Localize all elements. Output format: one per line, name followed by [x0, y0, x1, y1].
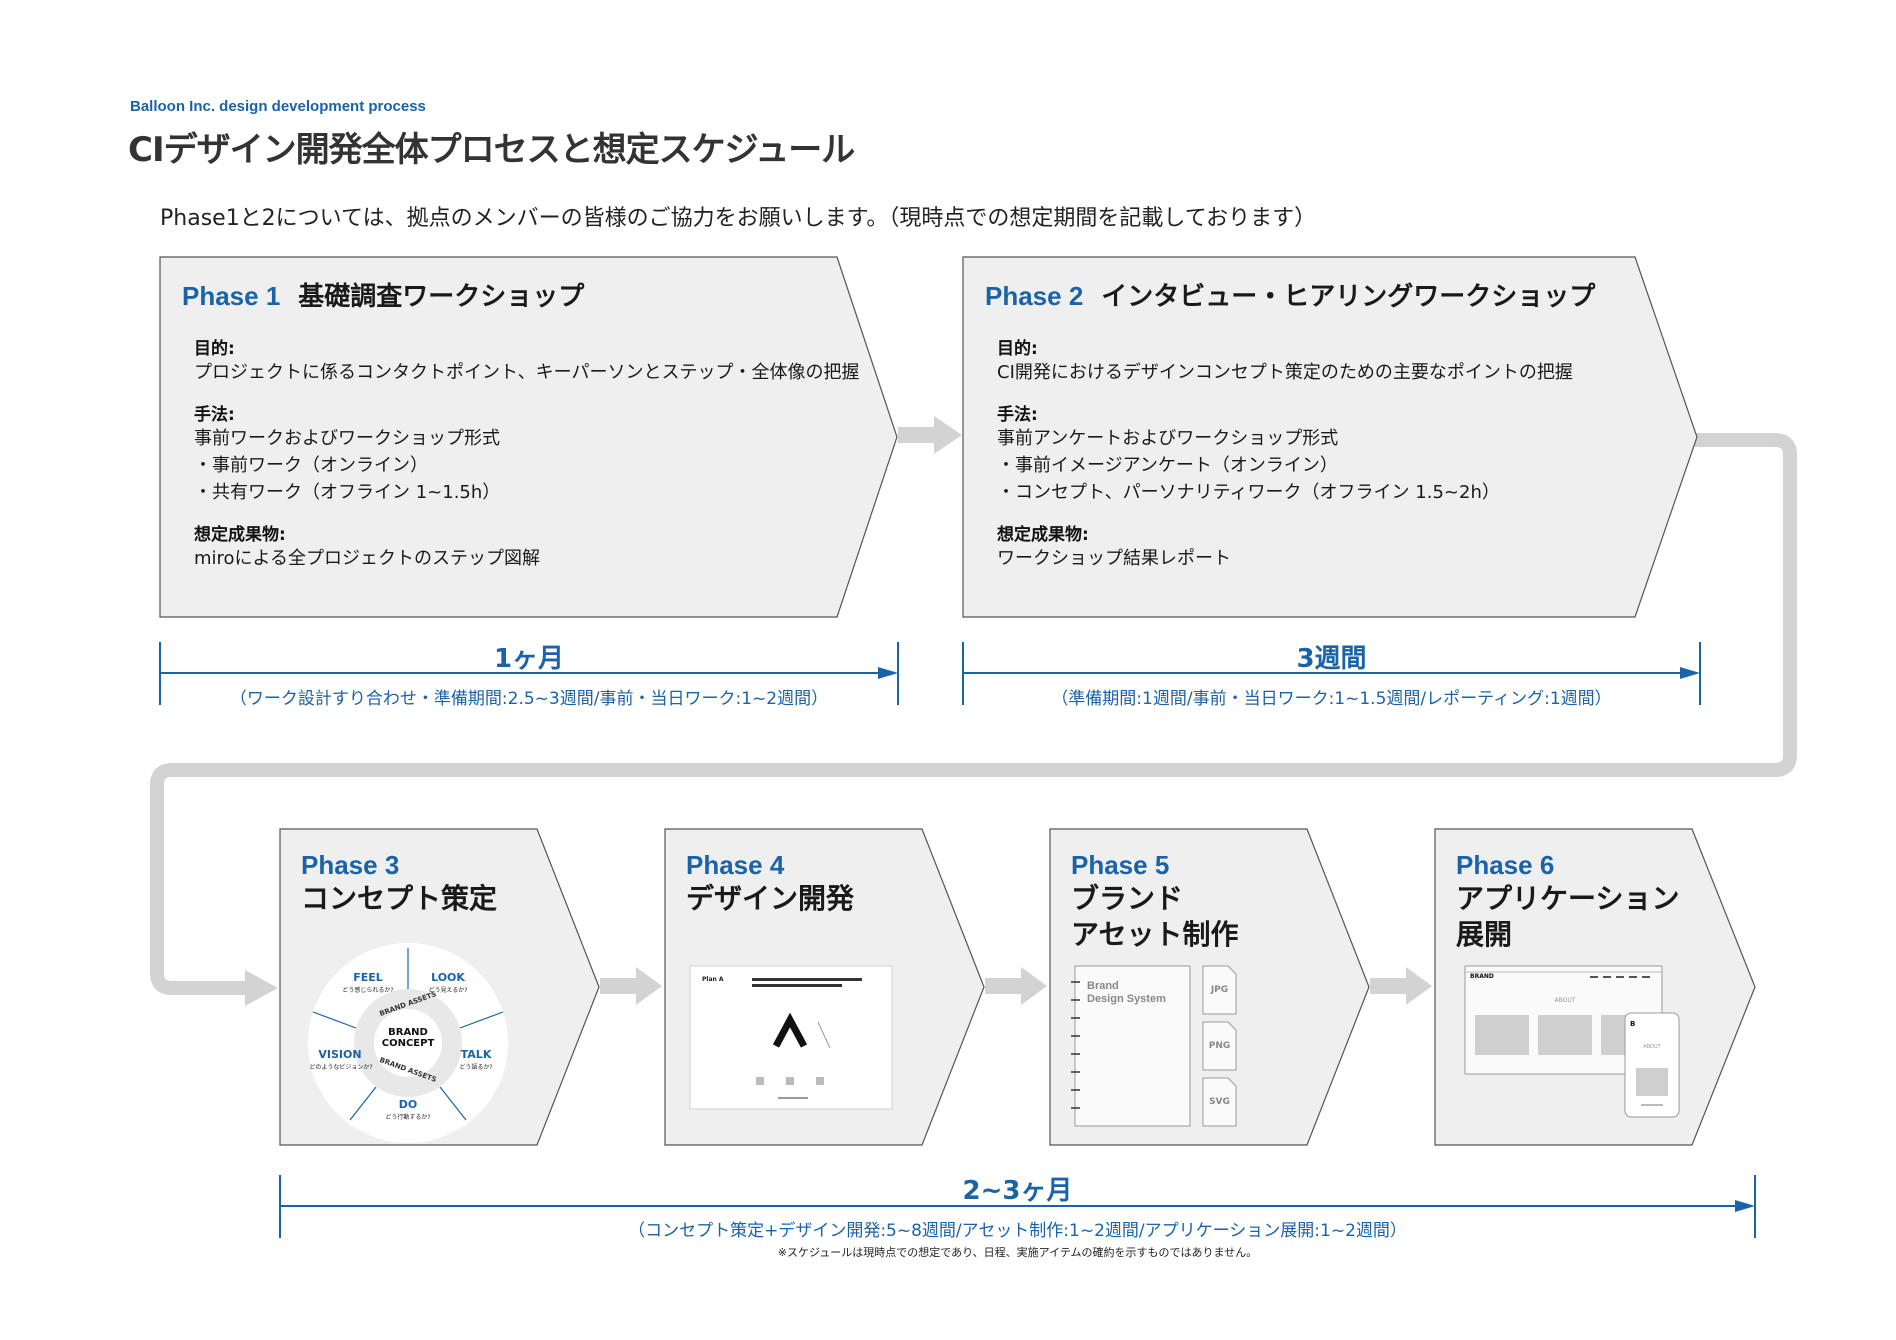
phase5-name: ブランド アセット制作: [1071, 882, 1239, 951]
phase2-method-line: ・事前イメージアンケート（オンライン）: [997, 455, 1338, 476]
jpg-file-icon: [1202, 965, 1237, 1015]
phase1-method-label: 手法:: [194, 405, 235, 425]
connector-arrowhead: [245, 970, 278, 1006]
phase2-box: [962, 256, 1698, 618]
phase1-name: 基礎調査ワークショップ: [298, 282, 585, 312]
phase2-method-line: 事前アンケートおよびワークショップ形式: [997, 428, 1339, 449]
phase1-output-label: 想定成果物:: [194, 525, 286, 545]
arrow-3-4: [600, 967, 662, 1005]
site-about: ABOUT: [1554, 997, 1576, 1004]
file-label-jpg: JPG: [1210, 985, 1229, 995]
phase3-header: Phase 3 コンセプト策定: [301, 849, 497, 917]
schedule-note: ※スケジュールは現時点での想定であり、日程、実施アイテムの確約を示すものではあり…: [777, 1246, 1258, 1259]
phone-about: ABOUT: [1643, 1044, 1661, 1050]
phase2-method-line: ・コンセプト、パーソナリティワーク（オフライン 1.5~2h）: [997, 482, 1500, 503]
png-file-icon: [1202, 1021, 1237, 1071]
wheel-center-brand: BRAND: [388, 1027, 428, 1038]
design-card: [689, 965, 893, 1110]
file-label-png: PNG: [1208, 1041, 1231, 1051]
phase1-body: 目的: プロジェクトに係るコンタクトポイント、キーパーソンとステップ・全体像の把…: [194, 320, 894, 572]
timeline-1: [159, 642, 899, 705]
duration1-sub: （ワーク設計すり合わせ・準備期間:2.5~3週間/事前・当日ワーク:1~2週間）: [229, 689, 829, 709]
wheel-feel: FEEL: [353, 971, 383, 984]
phase1-method-line: 事前ワークおよびワークショップ形式: [194, 428, 500, 449]
wheel-center: BRAND CONCEPT: [374, 1027, 442, 1049]
brand-book: [1071, 965, 1191, 1127]
arrow-5-6: [1370, 967, 1432, 1005]
connector-path: [150, 433, 1797, 995]
phase2-output: ワークショップ結果レポート: [997, 548, 1231, 569]
duration1-label: 1ヶ月: [493, 644, 565, 674]
wheel-do-sub: どう行動するか?: [385, 1114, 431, 1121]
duration2-sub: （準備期間:1週間/事前・当日ワーク:1~1.5週間/レポーティング:1週間）: [1051, 689, 1612, 709]
arrow-4-5: [985, 967, 1047, 1005]
site-logo: BRAND: [1470, 973, 1494, 980]
wheel-vision: VISION: [318, 1048, 362, 1061]
phase1-header: Phase 1 基礎調査ワークショップ: [182, 276, 584, 313]
timeline-2: [962, 642, 1701, 705]
phase2-purpose: CI開発におけるデザインコンセプト策定のための主要なポイントの把握: [997, 362, 1573, 383]
phone-mockup: [1624, 1012, 1680, 1118]
duration3-sub: （コンセプト策定+デザイン開発:5~8週間/アセット制作:1~2週間/アプリケー…: [628, 1221, 1407, 1241]
phase4-title: Phase 4: [686, 850, 785, 880]
file-label-svg: SVG: [1209, 1097, 1230, 1107]
phase1-box: [159, 256, 898, 618]
phase2-method-label: 手法:: [997, 405, 1038, 425]
page-title: CIデザイン開発全体プロセスと想定スケジュール: [128, 130, 855, 170]
wheel-center-concept: CONCEPT: [381, 1038, 435, 1049]
phase6-title: Phase 6: [1456, 850, 1555, 880]
phase6-name: アプリケーション 展開: [1456, 882, 1680, 951]
card-heading: Plan A: [702, 976, 724, 983]
svg-file-icon: [1202, 1077, 1237, 1127]
phase1-output: miroによる全プロジェクトのステップ図解: [194, 548, 541, 569]
wheel-do: DO: [398, 1098, 418, 1111]
phase3-name: コンセプト策定: [301, 882, 498, 915]
phase1-method-line: ・事前ワーク（オンライン）: [194, 455, 428, 476]
phase2-purpose-label: 目的:: [997, 339, 1038, 359]
phase3-title: Phase 3: [301, 850, 400, 880]
phase1-purpose-label: 目的:: [194, 339, 235, 359]
duration2-label: 3週間: [1296, 644, 1367, 674]
phase2-name: インタビュー・ヒアリングワークショップ: [1101, 282, 1596, 312]
phase1-method-line: ・共有ワーク（オフライン 1~1.5h）: [194, 482, 501, 503]
phone-logo: B: [1630, 1020, 1636, 1028]
phase4-name: デザイン開発: [686, 882, 855, 915]
phase6-header: Phase 6 アプリケーション 展開: [1456, 849, 1679, 953]
wheel-feel-sub: どう感じられるか?: [342, 987, 394, 994]
wheel-look: LOOK: [431, 971, 465, 984]
phase4-header: Phase 4 デザイン開発: [686, 849, 854, 917]
brand-wheel: [308, 943, 508, 1143]
duration3-label: 2~3ヶ月: [962, 1176, 1073, 1206]
intro-text: Phase1と2については、拠点のメンバーの皆様のご協力をお願いします。（現時点…: [160, 206, 1317, 231]
phase2-body: 目的: CI開発におけるデザインコンセプト策定のための主要なポイントの把握 手法…: [997, 320, 1697, 572]
phase2-title: Phase 2: [985, 281, 1084, 311]
phase5-header: Phase 5 ブランド アセット制作: [1071, 849, 1238, 953]
book-title: Brand Design System: [1087, 980, 1166, 1005]
page-subtitle: Balloon Inc. design development process: [130, 98, 426, 115]
file-icons: [1202, 965, 1237, 1127]
arrow-1-2: [898, 416, 962, 454]
phase1-title: Phase 1: [182, 281, 281, 311]
timeline-3: [279, 1175, 1756, 1238]
wheel-talk: TALK: [460, 1048, 492, 1061]
wheel-vision-sub: どのようなビジョンか?: [309, 1064, 373, 1071]
phase2-header: Phase 2 インタビュー・ヒアリングワークショップ: [985, 276, 1595, 313]
wheel-look-sub: どう見えるか?: [428, 987, 468, 994]
logo-mark-icon: [772, 1012, 808, 1048]
wheel-talk-sub: どう語るか?: [459, 1064, 493, 1071]
phase5-title: Phase 5: [1071, 850, 1170, 880]
phase2-output-label: 想定成果物:: [997, 525, 1089, 545]
phase1-purpose: プロジェクトに係るコンタクトポイント、キーパーソンとステップ・全体像の把握: [194, 362, 860, 383]
